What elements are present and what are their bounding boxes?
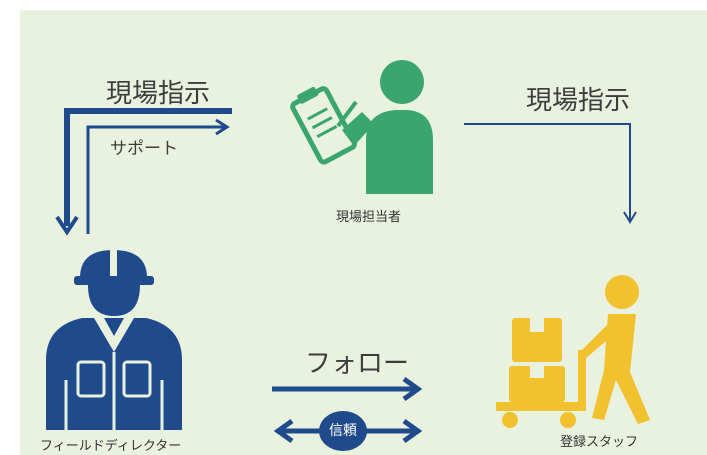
registered-staff-label: 登録スタッフ <box>560 435 639 450</box>
support-label: サポート <box>110 139 178 159</box>
person-pushing-cart-icon <box>496 275 650 428</box>
person-clipboard-icon <box>290 60 433 194</box>
trust-badge: 信頼 <box>319 411 367 451</box>
instruction-label-right: 現場指示 <box>526 86 631 116</box>
instruction-label-left: 現場指示 <box>106 79 211 109</box>
follow-arrow <box>272 376 423 402</box>
field-director-label: フィールドディレクター <box>40 439 182 454</box>
support-arrow <box>86 118 230 234</box>
instruction-arrow-left <box>55 108 232 236</box>
instruction-arrow-right <box>464 123 637 224</box>
follow-label: フォロー <box>305 349 410 379</box>
site-manager-label: 現場担当者 <box>336 210 402 225</box>
worker-helmet-icon <box>46 248 182 430</box>
